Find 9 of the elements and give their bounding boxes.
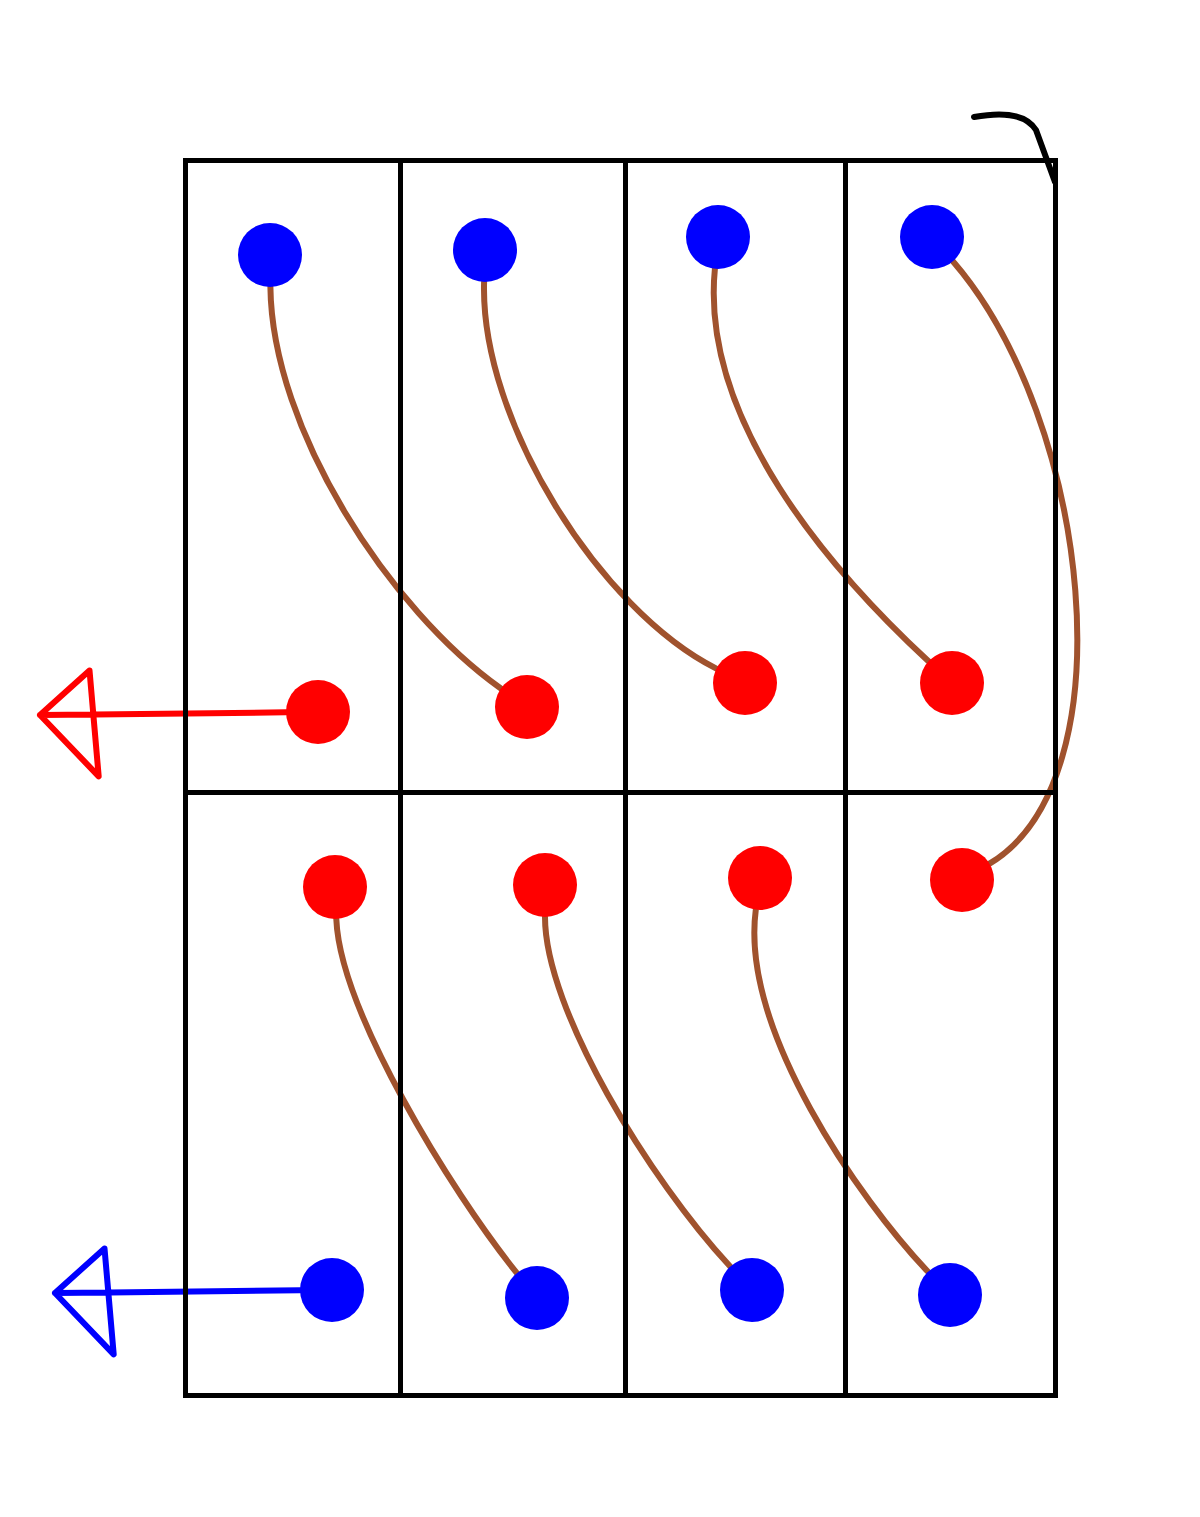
connector-line bbox=[481, 279, 720, 672]
connector-line bbox=[542, 914, 734, 1270]
dot bbox=[505, 1266, 569, 1330]
dot bbox=[918, 1263, 982, 1327]
connector-line bbox=[333, 916, 520, 1277]
connector-line bbox=[267, 284, 504, 692]
dot bbox=[720, 1258, 784, 1322]
connector-line bbox=[949, 258, 1081, 867]
dot bbox=[920, 651, 984, 715]
